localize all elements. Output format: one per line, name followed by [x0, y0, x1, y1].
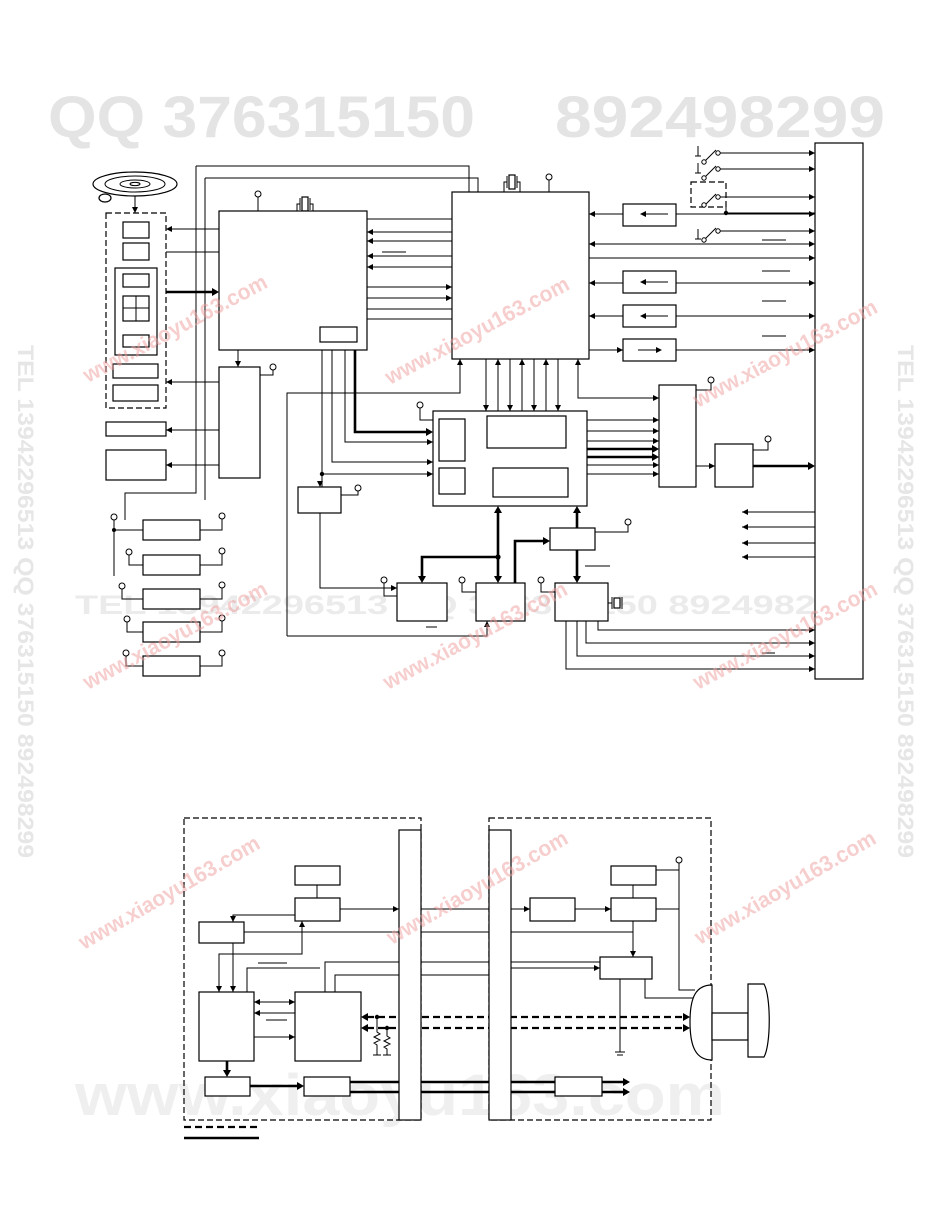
- motor-icon: [689, 983, 770, 1061]
- bottom-block-3: [198, 921, 245, 944]
- bottom-block-4: [204, 1076, 251, 1097]
- crystal-icon: [301, 196, 309, 212]
- left-block-2: [105, 449, 167, 481]
- bottom-block-8: [610, 897, 657, 922]
- top-diagram: [92, 142, 864, 680]
- bottom-servo-block: [294, 991, 362, 1062]
- servo-drive-lines: [367, 1015, 684, 1030]
- data-busses: [166, 290, 809, 583]
- pickup-module: [105, 212, 167, 409]
- bus-interface-block: [549, 527, 596, 551]
- left-block-1: [105, 421, 167, 437]
- dac-block: [658, 384, 697, 488]
- bottom-block-1: [294, 865, 341, 886]
- left-connector-strip: [398, 829, 422, 1121]
- watermark-header-right: 892498299: [555, 85, 885, 150]
- memory-block-2: [475, 582, 526, 622]
- right-connector-bar: [814, 142, 864, 680]
- driver-block: [218, 366, 261, 479]
- junction-dots: [112, 210, 729, 560]
- bottom-controller-block: [198, 991, 255, 1062]
- right-connector-strip: [488, 829, 512, 1121]
- watermark-header-left: QQ 376315150: [48, 85, 475, 150]
- power-icon: [675, 856, 683, 864]
- right-block-1: [622, 203, 677, 227]
- bottom-diagram: [183, 817, 770, 1140]
- right-block-inner-lines: [638, 213, 668, 351]
- bottom-block-9: [599, 956, 653, 980]
- memory-block-3: [554, 582, 609, 622]
- legend: [184, 1125, 259, 1140]
- power-icons: [110, 173, 772, 657]
- bottom-block-6: [529, 897, 576, 922]
- crystal-icon: [613, 597, 621, 609]
- bottom-block-2: [294, 897, 341, 922]
- crystal-icon: [508, 174, 516, 190]
- center-processor-block: [451, 191, 590, 360]
- watermark-side-left: TEL 13942296513 QQ 376315150 892498299: [13, 345, 38, 858]
- bottom-block-5: [303, 1076, 351, 1097]
- output-block: [714, 443, 754, 488]
- bottom-thick-busses: [225, 1061, 624, 1094]
- memory-block-1: [396, 582, 448, 622]
- watermark-stamp: www.xiaoyu163.com: [689, 825, 880, 950]
- bottom-block-10: [554, 1076, 603, 1097]
- decoder-block: [432, 410, 588, 507]
- small-block: [297, 486, 342, 514]
- left-processor-sub-block: [319, 326, 358, 343]
- bottom-block-7: [610, 865, 657, 886]
- regulator-ladder: [142, 519, 201, 677]
- bottom-signal-lines: [218, 863, 695, 1056]
- disc-icon: [92, 171, 178, 203]
- watermark-center-band: TEL 13942296513 QQ 376315150 892498299: [75, 590, 858, 620]
- switch-icons: [701, 150, 721, 243]
- arrowheads: [132, 150, 815, 672]
- switch-dashed-box: [690, 181, 727, 208]
- watermark-side-right: TEL 13942296513 QQ 376315150 892498299: [893, 345, 918, 858]
- signal-lines: [113, 146, 815, 670]
- junction-dots: [374, 1014, 390, 1031]
